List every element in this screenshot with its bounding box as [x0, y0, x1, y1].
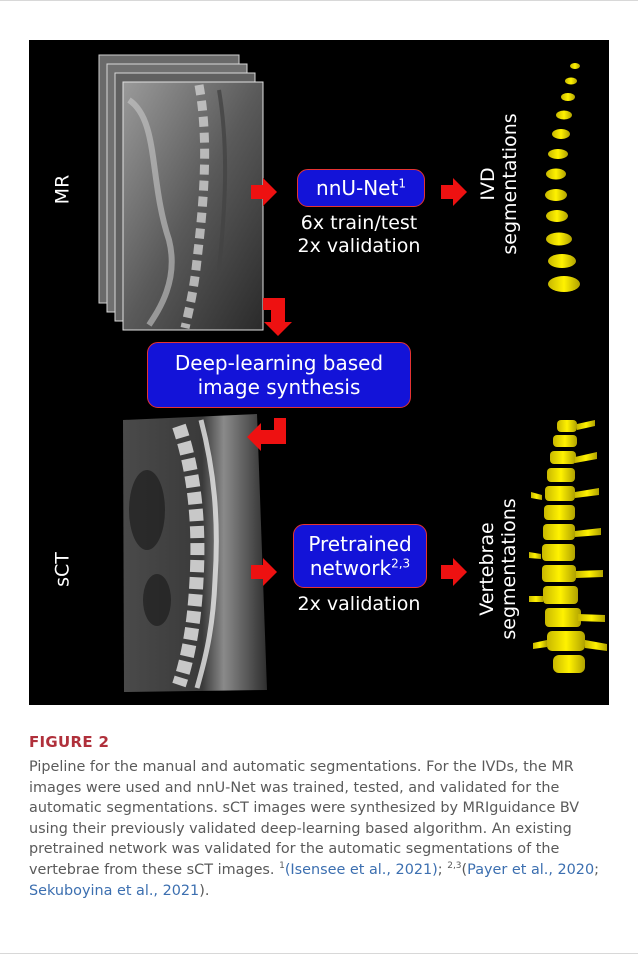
vertebrae-segmentations-label: Vertebrae segmentations	[477, 494, 525, 644]
caption-ref2-sep: ;	[594, 862, 599, 878]
mr-label: MR	[54, 170, 73, 210]
vertebrae-label-line2: segmentations	[499, 494, 521, 644]
validation-note-top: 2x validation	[279, 235, 439, 258]
sct-image	[123, 414, 267, 692]
ivd-segmentations-label: IVD segmentations	[478, 109, 526, 259]
citation-sekuboyina[interactable]: Sekuboyina et al., 2021	[29, 883, 199, 899]
ivd-label-line1: IVD	[478, 109, 500, 259]
synthesis-line1: Deep-learning based	[175, 351, 383, 375]
page-bottom-border	[0, 953, 638, 954]
pretrained-network-box: Pretrained network2,3	[293, 524, 427, 588]
caption-text: Pipeline for the manual and automatic se…	[29, 759, 579, 878]
nnunet-box-label: nnU-Net	[316, 176, 398, 200]
pretrained-sup: 2,3	[391, 556, 410, 570]
caption-ref2-close: ).	[199, 883, 209, 899]
sct-label: sCT	[54, 548, 73, 592]
nnunet-box: nnU-Net1	[297, 169, 425, 207]
ref2-sup: 2,3	[447, 861, 461, 871]
train-test-note: 6x train/test	[279, 212, 439, 235]
pretrained-line1: Pretrained	[308, 532, 411, 556]
ivd-label-line2: segmentations	[500, 109, 522, 259]
image-synthesis-box: Deep-learning based image synthesis	[147, 342, 411, 408]
figure-label: FIGURE 2	[29, 733, 109, 751]
nnunet-box-sup: 1	[398, 176, 406, 190]
pipeline-figure: MR sCT IVD segmentations Vertebrae segme…	[29, 40, 609, 705]
vertebrae-segmentation-render	[529, 420, 607, 673]
page-top-border	[0, 0, 638, 5]
caption-sep: ;	[438, 862, 447, 878]
mr-image-stack	[99, 55, 263, 330]
citation-payer[interactable]: Payer et al., 2020	[467, 862, 594, 878]
synthesis-line2: image synthesis	[198, 375, 361, 399]
vertebrae-label-line1: Vertebrae	[477, 494, 499, 644]
figure-caption: Pipeline for the manual and automatic se…	[29, 757, 614, 901]
validation-note-bottom: 2x validation	[279, 593, 439, 616]
ivd-segmentation-render	[545, 63, 580, 292]
citation-isensee[interactable]: (Isensee et al., 2021)	[285, 862, 438, 878]
pretrained-line2: network	[310, 556, 391, 580]
